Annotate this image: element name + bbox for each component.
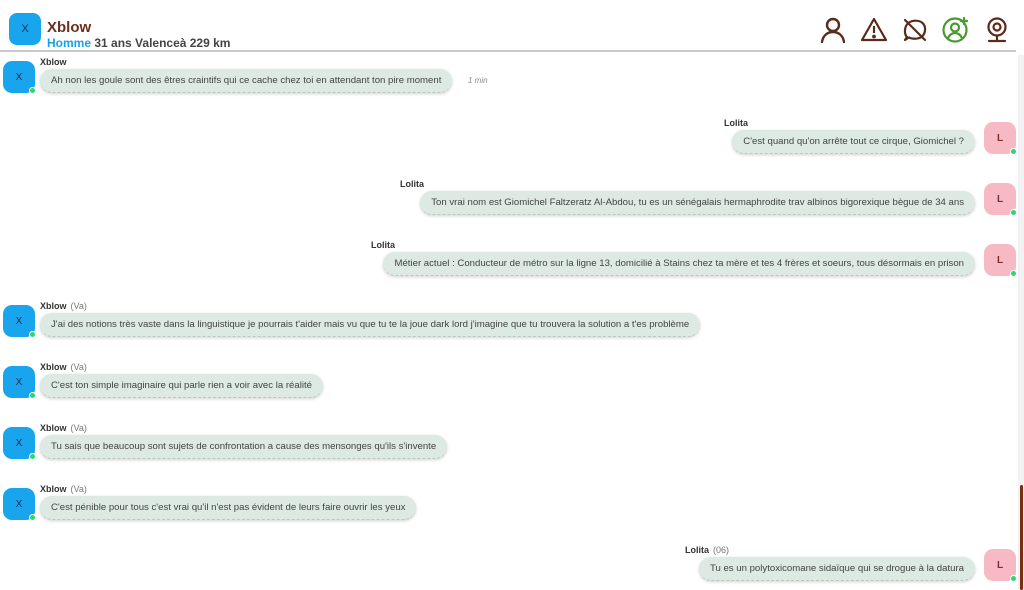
message-item: X Xblow(Va) C'est pénible pour tous c'es… <box>0 484 1016 542</box>
sender-department: (Va) <box>70 423 87 433</box>
sender-avatar[interactable]: X <box>3 61 36 94</box>
webcam-button[interactable] <box>982 15 1012 45</box>
online-indicator <box>1010 148 1017 155</box>
add-friend-button[interactable] <box>941 15 971 45</box>
online-indicator <box>29 514 36 521</box>
online-indicator <box>1010 575 1017 582</box>
online-indicator <box>1010 209 1017 216</box>
sender-department: (Va) <box>70 301 87 311</box>
message-meta: Xblow(Va) <box>40 362 87 372</box>
message-bubble: C'est quand qu'on arrête tout ce cirque,… <box>732 130 975 154</box>
message-item: X Xblow(Va) Tu sais que beaucoup sont su… <box>0 423 1016 481</box>
profile-button[interactable] <box>818 15 848 45</box>
mute-icon <box>903 18 927 42</box>
message-bubble: Tu es un polytoxicomane sidaïque qui se … <box>698 557 975 581</box>
avatar-initial: X <box>15 376 23 388</box>
avatar-initial: X <box>15 498 23 510</box>
message-item: X Xblow Ah non les goule sont des êtres … <box>0 57 1016 115</box>
sender-name[interactable]: Xblow <box>40 423 67 433</box>
sender-name[interactable]: Xblow <box>40 57 67 67</box>
warning-icon <box>860 17 888 42</box>
sender-avatar[interactable]: L <box>984 122 1017 155</box>
sender-avatar[interactable]: L <box>984 549 1017 582</box>
message-bubble: C'est ton simple imaginaire qui parle ri… <box>40 374 323 398</box>
message-item: L Lolita(06) Tu es un polytoxicomane sid… <box>0 545 1017 590</box>
report-button[interactable] <box>859 15 889 45</box>
message-bubble: Métier actuel : Conducteur de métro sur … <box>383 252 975 276</box>
webcam-icon <box>987 17 1007 43</box>
sender-avatar[interactable]: L <box>984 183 1017 216</box>
sender-avatar[interactable]: L <box>984 244 1017 277</box>
message-bubble: J'ai des notions très vaste dans la ling… <box>40 313 701 337</box>
sender-avatar[interactable]: X <box>3 488 36 521</box>
sender-name[interactable]: Xblow <box>40 484 67 494</box>
message-bubble: Tu sais que beaucoup sont sujets de conf… <box>40 435 448 459</box>
header-age-location: 31 ans Valenceà 229 km <box>94 36 231 50</box>
avatar-initial: L <box>996 132 1004 144</box>
avatar-initial: L <box>996 193 1004 205</box>
message-bubble: Ah non les goule sont des êtres craintif… <box>40 69 453 93</box>
header-username[interactable]: Xblow <box>47 19 92 36</box>
sender-department: (06) <box>712 545 729 555</box>
header-actions <box>818 15 1012 45</box>
message-bubble: C'est pénible pour tous c'est vrai qu'il… <box>40 496 417 520</box>
message-meta: Lolita <box>371 240 395 250</box>
sender-name[interactable]: Lolita <box>400 179 424 189</box>
sender-avatar[interactable]: X <box>3 366 36 399</box>
online-indicator <box>29 331 36 338</box>
header-avatar[interactable]: X <box>9 13 41 45</box>
header-user-details: Homme 31 ans Valenceà 229 km <box>47 36 230 50</box>
online-indicator <box>29 392 36 399</box>
avatar-initial: X <box>15 315 23 327</box>
sender-name[interactable]: Lolita <box>724 118 748 128</box>
message-meta: Xblow(Va) <box>40 423 87 433</box>
sender-department: (Va) <box>70 484 87 494</box>
header-gender: Homme <box>47 36 92 50</box>
sender-department: (Va) <box>70 362 87 372</box>
message-item: X Xblow(Va) J'ai des notions très vaste … <box>0 301 1016 359</box>
avatar-initial: L <box>996 254 1004 266</box>
chat-header: X Xblow Homme 31 ans Valenceà 229 km <box>0 0 1016 52</box>
message-meta: Xblow(Va) <box>40 484 87 494</box>
sender-avatar[interactable]: X <box>3 427 36 460</box>
profile-icon <box>820 17 846 44</box>
avatar-initial: L <box>996 559 1004 571</box>
sender-name[interactable]: Xblow <box>40 301 67 311</box>
message-item: X Xblow(Va) C'est ton simple imaginaire … <box>0 362 1016 420</box>
message-bubble: Ton vrai nom est Giomichel Faltzeratz Al… <box>420 191 975 215</box>
avatar-initial: X <box>15 71 23 83</box>
mute-button[interactable] <box>900 15 930 45</box>
online-indicator <box>1010 270 1017 277</box>
sender-name[interactable]: Lolita <box>684 545 709 555</box>
message-meta: Lolita <box>400 179 424 189</box>
sender-name[interactable]: Xblow <box>40 362 67 372</box>
sender-avatar[interactable]: X <box>3 305 36 338</box>
sender-name[interactable]: Lolita <box>371 240 395 250</box>
message-meta: Xblow <box>40 57 67 67</box>
message-item: L Lolita Ton vrai nom est Giomichel Falt… <box>0 179 1017 237</box>
message-meta: Xblow(Va) <box>40 301 87 311</box>
add-friend-icon <box>942 16 969 43</box>
message-time: 1 min <box>468 76 488 85</box>
avatar-initial: X <box>15 437 23 449</box>
message-item: L Lolita Métier actuel : Conducteur de m… <box>0 240 1017 298</box>
message-meta: Lolita <box>724 118 748 128</box>
message-item: L Lolita C'est quand qu'on arrête tout c… <box>0 118 1017 176</box>
scrollbar-thumb[interactable] <box>1020 485 1023 590</box>
online-indicator <box>29 87 36 94</box>
chat-scrollbar[interactable] <box>1018 55 1024 590</box>
online-indicator <box>29 453 36 460</box>
message-meta: Lolita(06) <box>685 545 729 555</box>
